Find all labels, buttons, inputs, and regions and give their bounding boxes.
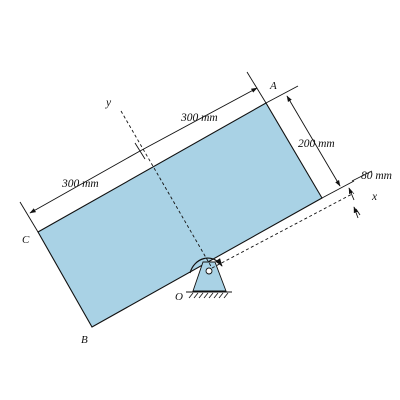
dim-label-side: 200 mm bbox=[298, 138, 335, 150]
dim-label-top-right: 300 mm bbox=[180, 112, 218, 124]
axis-label-x: x bbox=[371, 191, 378, 203]
dim-offset-arrow-bottom bbox=[353, 206, 359, 219]
y-axis-line bbox=[120, 110, 213, 269]
ext-line-c bbox=[19, 201, 39, 233]
moment-arc bbox=[189, 257, 223, 274]
point-label-a: A bbox=[269, 80, 277, 92]
point-label-c: C bbox=[22, 234, 30, 246]
x-axis-line bbox=[211, 192, 355, 269]
dim-line-side bbox=[286, 95, 341, 187]
ext-line-side-bottom bbox=[321, 180, 355, 199]
dim-center-tick bbox=[134, 142, 146, 160]
dim-label-offset: 80 mm bbox=[361, 170, 392, 182]
dim-line-top-left bbox=[29, 150, 141, 214]
dim-label-top-left: 300 mm bbox=[61, 178, 99, 190]
ext-line-a-side bbox=[265, 85, 299, 104]
dim-offset-ext-top bbox=[351, 170, 373, 182]
point-label-b: B bbox=[81, 334, 88, 346]
pin-support bbox=[186, 261, 232, 299]
dim-line-top-right bbox=[139, 87, 258, 152]
dim-offset-arrow-top bbox=[348, 187, 355, 201]
ext-line-a bbox=[246, 71, 267, 104]
point-label-o: O bbox=[175, 291, 183, 303]
axis-label-y: y bbox=[105, 97, 112, 109]
